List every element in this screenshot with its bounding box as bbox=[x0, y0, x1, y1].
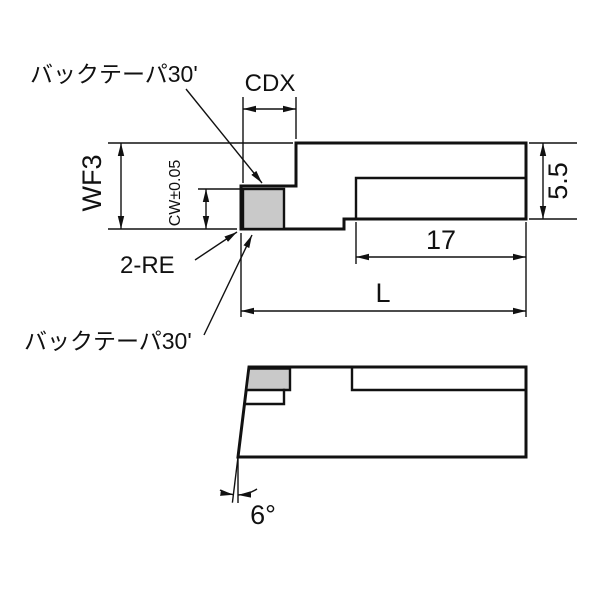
dim-wf3: WF3 bbox=[77, 142, 293, 230]
dim-cdx: CDX bbox=[242, 70, 297, 183]
dim-label-height: 5.5 bbox=[543, 162, 573, 200]
dim-cw: CW±0.05 bbox=[167, 160, 242, 229]
dim-length: L bbox=[240, 222, 527, 317]
label-back-taper-bottom: バックテーパ30' bbox=[24, 328, 192, 354]
callout-back-taper-bottom: バックテーパ30' bbox=[24, 234, 253, 354]
dim-17: 17 bbox=[355, 222, 526, 264]
dim-label-cdx: CDX bbox=[245, 70, 296, 97]
carbide-insert bbox=[241, 187, 286, 231]
dim-height: 5.5 bbox=[529, 142, 577, 220]
dim-label-angle: 6° bbox=[250, 500, 276, 530]
plan-outline bbox=[236, 365, 528, 459]
leader-line bbox=[185, 88, 263, 184]
dim-label-17: 17 bbox=[426, 225, 456, 255]
side-view: CDX WF3 CW±0.05 5.5 17 bbox=[24, 61, 577, 354]
shank-step-line bbox=[354, 176, 528, 221]
plan-insert bbox=[244, 367, 292, 392]
label-back-taper-top: バックテーパ30' bbox=[30, 61, 198, 87]
dim-label-length: L bbox=[375, 278, 390, 308]
leader-line bbox=[194, 231, 238, 261]
label-corner-radius: 2-RE bbox=[120, 252, 175, 279]
dim-label-wf3: WF3 bbox=[77, 155, 107, 212]
leader-line bbox=[203, 234, 253, 336]
dim-label-cw: CW±0.05 bbox=[167, 160, 184, 227]
callout-back-taper-top: バックテーパ30' bbox=[30, 61, 263, 184]
reference-line-slanted bbox=[231, 456, 239, 503]
insert-seat-line bbox=[243, 388, 286, 406]
plan-step-line bbox=[350, 366, 528, 392]
callout-corner-radius: 2-RE bbox=[120, 231, 238, 279]
angle-arc bbox=[237, 488, 258, 498]
angle-arc bbox=[219, 489, 234, 496]
dim-cutting-angle: 6° bbox=[219, 456, 276, 530]
plan-view: 6° bbox=[219, 365, 528, 530]
